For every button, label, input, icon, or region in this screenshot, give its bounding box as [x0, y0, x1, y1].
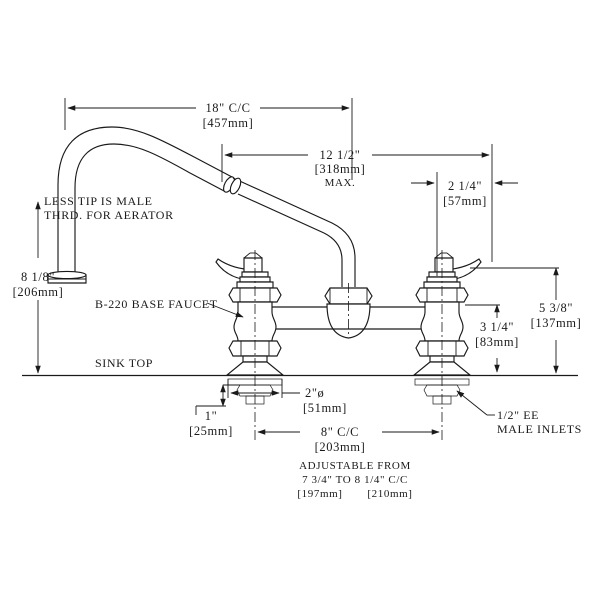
left-escutcheon	[225, 361, 285, 376]
dim-12-metric: [318mm]	[315, 162, 366, 176]
left-spout-assembly	[47, 126, 235, 284]
dim-inlet-centers: 8" C/C [203mm] ADJUSTABLE FROM 7 3/4" TO…	[257, 425, 440, 500]
right-hub-bevel-a	[434, 252, 442, 259]
dim-214-imperial: 2 1/4"	[448, 179, 482, 193]
adjustable-note-metric-left: [197mm]	[297, 488, 342, 500]
dim-18-metric: [457mm]	[203, 116, 254, 130]
spout-outer-wall	[57, 126, 233, 275]
dim-12-imperial: 12 1/2"	[320, 148, 361, 162]
dim-18-imperial: 18" C/C	[205, 101, 250, 115]
swing-spout-inner-wall	[237, 193, 343, 287]
left-lock-nut	[236, 384, 274, 397]
left-hub-bevel-a	[243, 252, 251, 259]
dim-spout-reach: 18" C/C [457mm]	[64, 98, 353, 180]
dim-8cc-metric: [203mm]	[315, 440, 366, 454]
dim-body-height: 5 3/8" [137mm]	[470, 267, 582, 376]
swing-spout-outer-wall	[232, 177, 356, 287]
inlet-note-line2: MALE INLETS	[497, 422, 582, 436]
adjustable-note-line2: 7 3/4" TO 8 1/4" C/C	[302, 474, 408, 486]
dim-1in-imperial: 1"	[205, 409, 218, 423]
sink-top-callout: SINK TOP	[95, 356, 153, 370]
dim-handle-offset: 2 1/4" [57mm]	[411, 172, 518, 276]
dim-shank-depth: 1" [25mm]	[189, 384, 240, 438]
sink-top-label: SINK TOP	[95, 356, 153, 370]
dim-2dia-imperial: 2"ø	[305, 386, 324, 400]
inlet-note-line1: 1/2" EE	[497, 408, 539, 422]
dim-1in-metric: [25mm]	[189, 424, 233, 438]
dim-hole-diameter: 2"ø [51mm]	[227, 379, 347, 415]
base-faucet-label: B-220 BASE FAUCET	[95, 297, 218, 311]
base-faucet-leader	[206, 302, 244, 318]
dim-314-imperial: 3 1/4"	[480, 320, 514, 334]
right-handle-hub	[434, 257, 454, 273]
right-escutcheon	[412, 361, 472, 376]
dim-314-metric: [83mm]	[475, 335, 519, 349]
dim-12-qualifier: MAX.	[325, 177, 356, 189]
dim-2dia-metric: [51mm]	[303, 401, 347, 415]
dim-818-imperial: 8 1/8"	[21, 270, 55, 284]
adjustable-note-metric-right: [210mm]	[367, 488, 412, 500]
swing-spout-tip-opening	[229, 177, 242, 195]
left-hub-bevel-b	[255, 252, 263, 259]
left-handle-hub	[243, 257, 263, 273]
right-hub-bevel-b	[446, 252, 454, 259]
dim-214-metric: [57mm]	[443, 194, 487, 208]
dim-spout-height: 8 1/8" [206mm]	[13, 201, 64, 374]
spout-note-line1: LESS TIP IS MALE	[44, 194, 153, 208]
dim-8cc-imperial: 8" C/C	[321, 425, 359, 439]
base-faucet-callout: B-220 BASE FAUCET	[95, 297, 244, 318]
dim-538-imperial: 5 3/8"	[539, 301, 573, 315]
inlet-leader	[456, 390, 488, 416]
right-valve-assembly	[412, 250, 482, 440]
inlet-callout: 1/2" EE MALE INLETS	[456, 390, 582, 436]
left-valve-assembly	[215, 250, 285, 440]
spout-inner-wall	[74, 143, 227, 272]
dim-538-metric: [137mm]	[531, 316, 582, 330]
adjustable-note-line1: ADJUSTABLE FROM	[299, 460, 411, 472]
spout-note-line2: THRD. FOR AERATOR	[44, 208, 174, 222]
dim-818-metric: [206mm]	[13, 285, 64, 299]
dim-swing-spout: 12 1/2" [318mm] MAX.	[221, 144, 493, 262]
spout-tip-note: LESS TIP IS MALE THRD. FOR AERATOR	[44, 194, 174, 222]
dim-stem-height: 3 1/4" [83mm]	[465, 304, 519, 373]
